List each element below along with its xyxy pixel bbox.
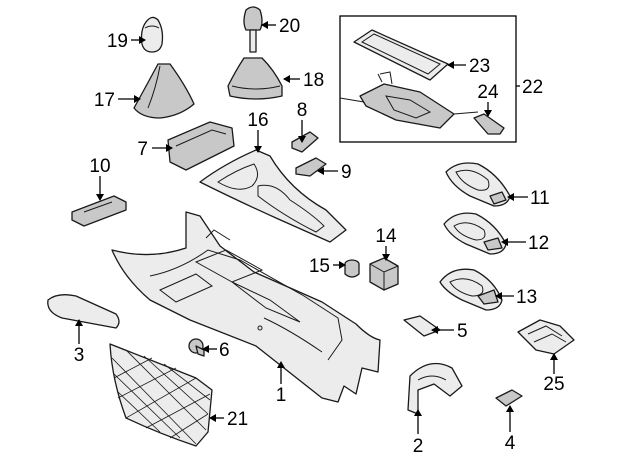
part-19-shift-knob [140,16,164,53]
callout-25: 25 [543,374,564,395]
part-7-bezel [167,121,235,171]
part-17-shift-boot [133,63,195,119]
callout-15: 15 [309,256,330,277]
part-2-bracket [407,362,463,415]
part-6-push-clip [188,338,205,357]
part-9-clip [295,157,327,177]
callout-16: 16 [247,110,268,131]
callout-9: 9 [341,162,352,183]
callout-18: 18 [303,70,324,91]
callout-5: 5 [457,321,468,342]
shifter-mechanism [339,71,479,129]
callout-2: 2 [413,436,424,457]
part-18-shift-boot-base [227,57,283,100]
part-5-strip [403,315,441,337]
part-16-trim-panel [199,149,347,243]
callout-14: 14 [375,226,397,247]
callout-12: 12 [528,233,549,254]
part-4-small-pad [495,389,523,407]
part-24-lever [473,113,505,135]
callout-20: 20 [279,16,300,37]
callout-23: 23 [469,56,490,77]
callout-19: 19 [107,31,128,52]
callout-7: 7 [137,139,148,160]
callout-8: 8 [297,100,308,121]
leader-lines [75,21,558,434]
part-21-storage-net [109,343,213,447]
part-13-trim-bezel [439,268,503,311]
callout-6: 6 [219,340,230,361]
callout-17: 17 [94,90,115,111]
part-1-center-console [111,211,381,403]
part-3-armrest-pad [47,294,120,329]
callout-22: 22 [522,77,543,98]
callout-labels: 1 2 3 4 5 6 7 8 9 10 11 12 13 14 15 16 1… [74,16,565,457]
callout-13: 13 [516,287,537,308]
callout-21: 21 [227,409,248,430]
part-12-trim-bezel [443,212,507,255]
callout-3: 3 [74,345,85,366]
part-10-switch-module [71,195,127,227]
callout-10: 10 [89,156,110,177]
callout-4: 4 [505,433,516,454]
part-20-shift-knob-stem [243,6,263,53]
part-11-trim-bezel [445,162,511,207]
inset-assembly-box [339,15,517,143]
callout-1: 1 [276,385,287,406]
callout-11: 11 [530,188,550,209]
part-14-socket-box [369,257,399,291]
callout-24: 24 [477,82,499,103]
part-15-lighter [344,259,360,278]
part-8-clip [291,131,319,153]
part-25-insert [517,319,575,355]
